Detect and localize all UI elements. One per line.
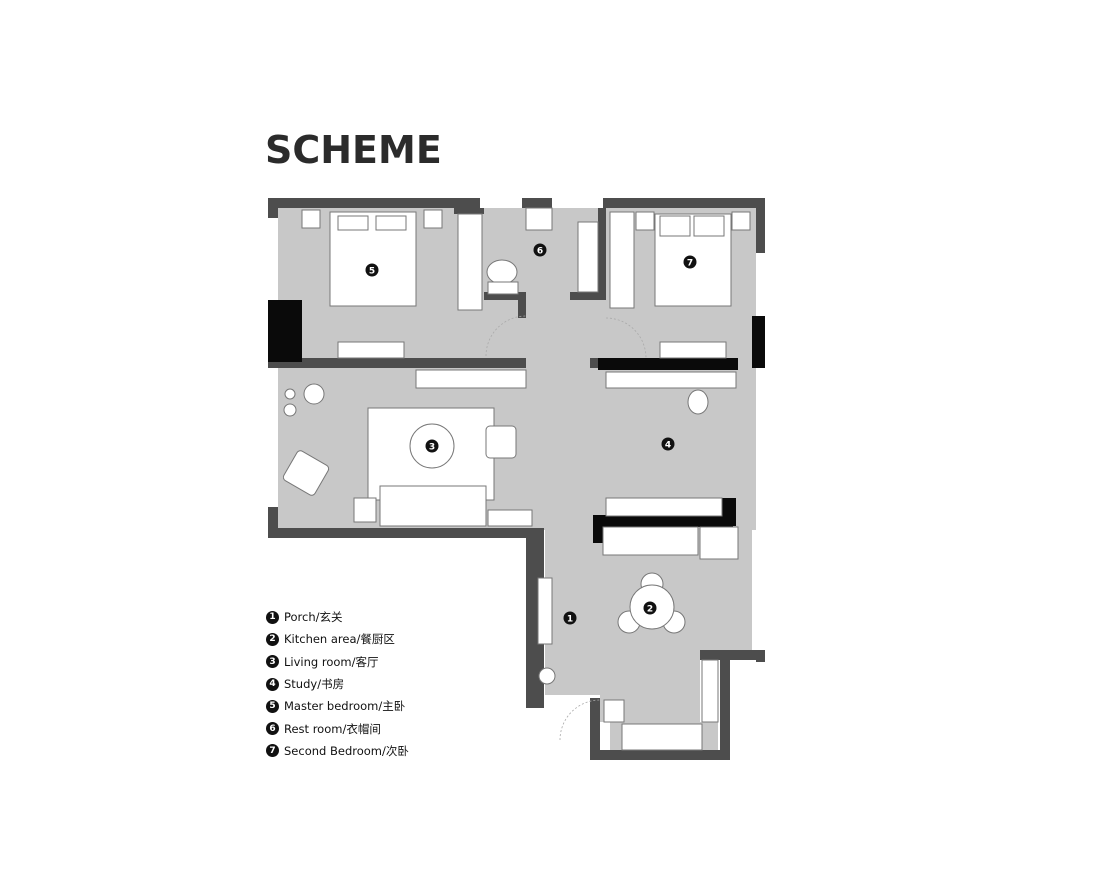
marker-2: 2: [647, 605, 653, 615]
room-markers: [365, 243, 697, 625]
legend-item: 7 Second Bedroom/次卧: [266, 740, 409, 762]
legend-number: 3: [266, 655, 279, 669]
legend-number: 4: [266, 677, 279, 691]
room-legend: 1 Porch/玄关 2 Kitchen area/餐厨区 3 Living r…: [266, 606, 409, 762]
legend-item: 5 Master bedroom/主卧: [266, 695, 409, 717]
legend-number: 5: [266, 699, 279, 713]
legend-item: 6 Rest room/衣帽间: [266, 717, 409, 739]
marker-6: 6: [537, 247, 543, 257]
marker-5: 5: [369, 267, 375, 277]
furniture: [282, 207, 751, 751]
room-marker-labels: 5 6 7 3 4 2 1: [369, 247, 693, 625]
marker-1: 1: [567, 615, 573, 625]
legend-number: 6: [266, 722, 279, 736]
legend-item: 4 Study/书房: [266, 673, 409, 695]
legend-number: 7: [266, 744, 279, 758]
legend-label: Rest room/衣帽间: [284, 721, 381, 736]
walls-dark: [268, 300, 765, 543]
legend-label: Second Bedroom/次卧: [284, 743, 409, 758]
legend-label: Master bedroom/主卧: [284, 699, 406, 714]
legend-number: 1: [266, 610, 279, 624]
plan-title: SCHEME: [265, 128, 442, 172]
legend-label: Porch/玄关: [284, 610, 343, 625]
legend-item: 2 Kitchen area/餐厨区: [266, 628, 409, 650]
marker-7: 7: [687, 259, 693, 269]
legend-number: 2: [266, 632, 279, 646]
legend-label: Study/书房: [284, 677, 345, 692]
legend-label: Kitchen area/餐厨区: [284, 632, 395, 647]
legend-item: 1 Porch/玄关: [266, 606, 409, 628]
legend-item: 3 Living room/客厅: [266, 651, 409, 673]
marker-3: 3: [429, 443, 435, 453]
marker-4: 4: [665, 441, 671, 451]
legend-label: Living room/客厅: [284, 654, 379, 669]
